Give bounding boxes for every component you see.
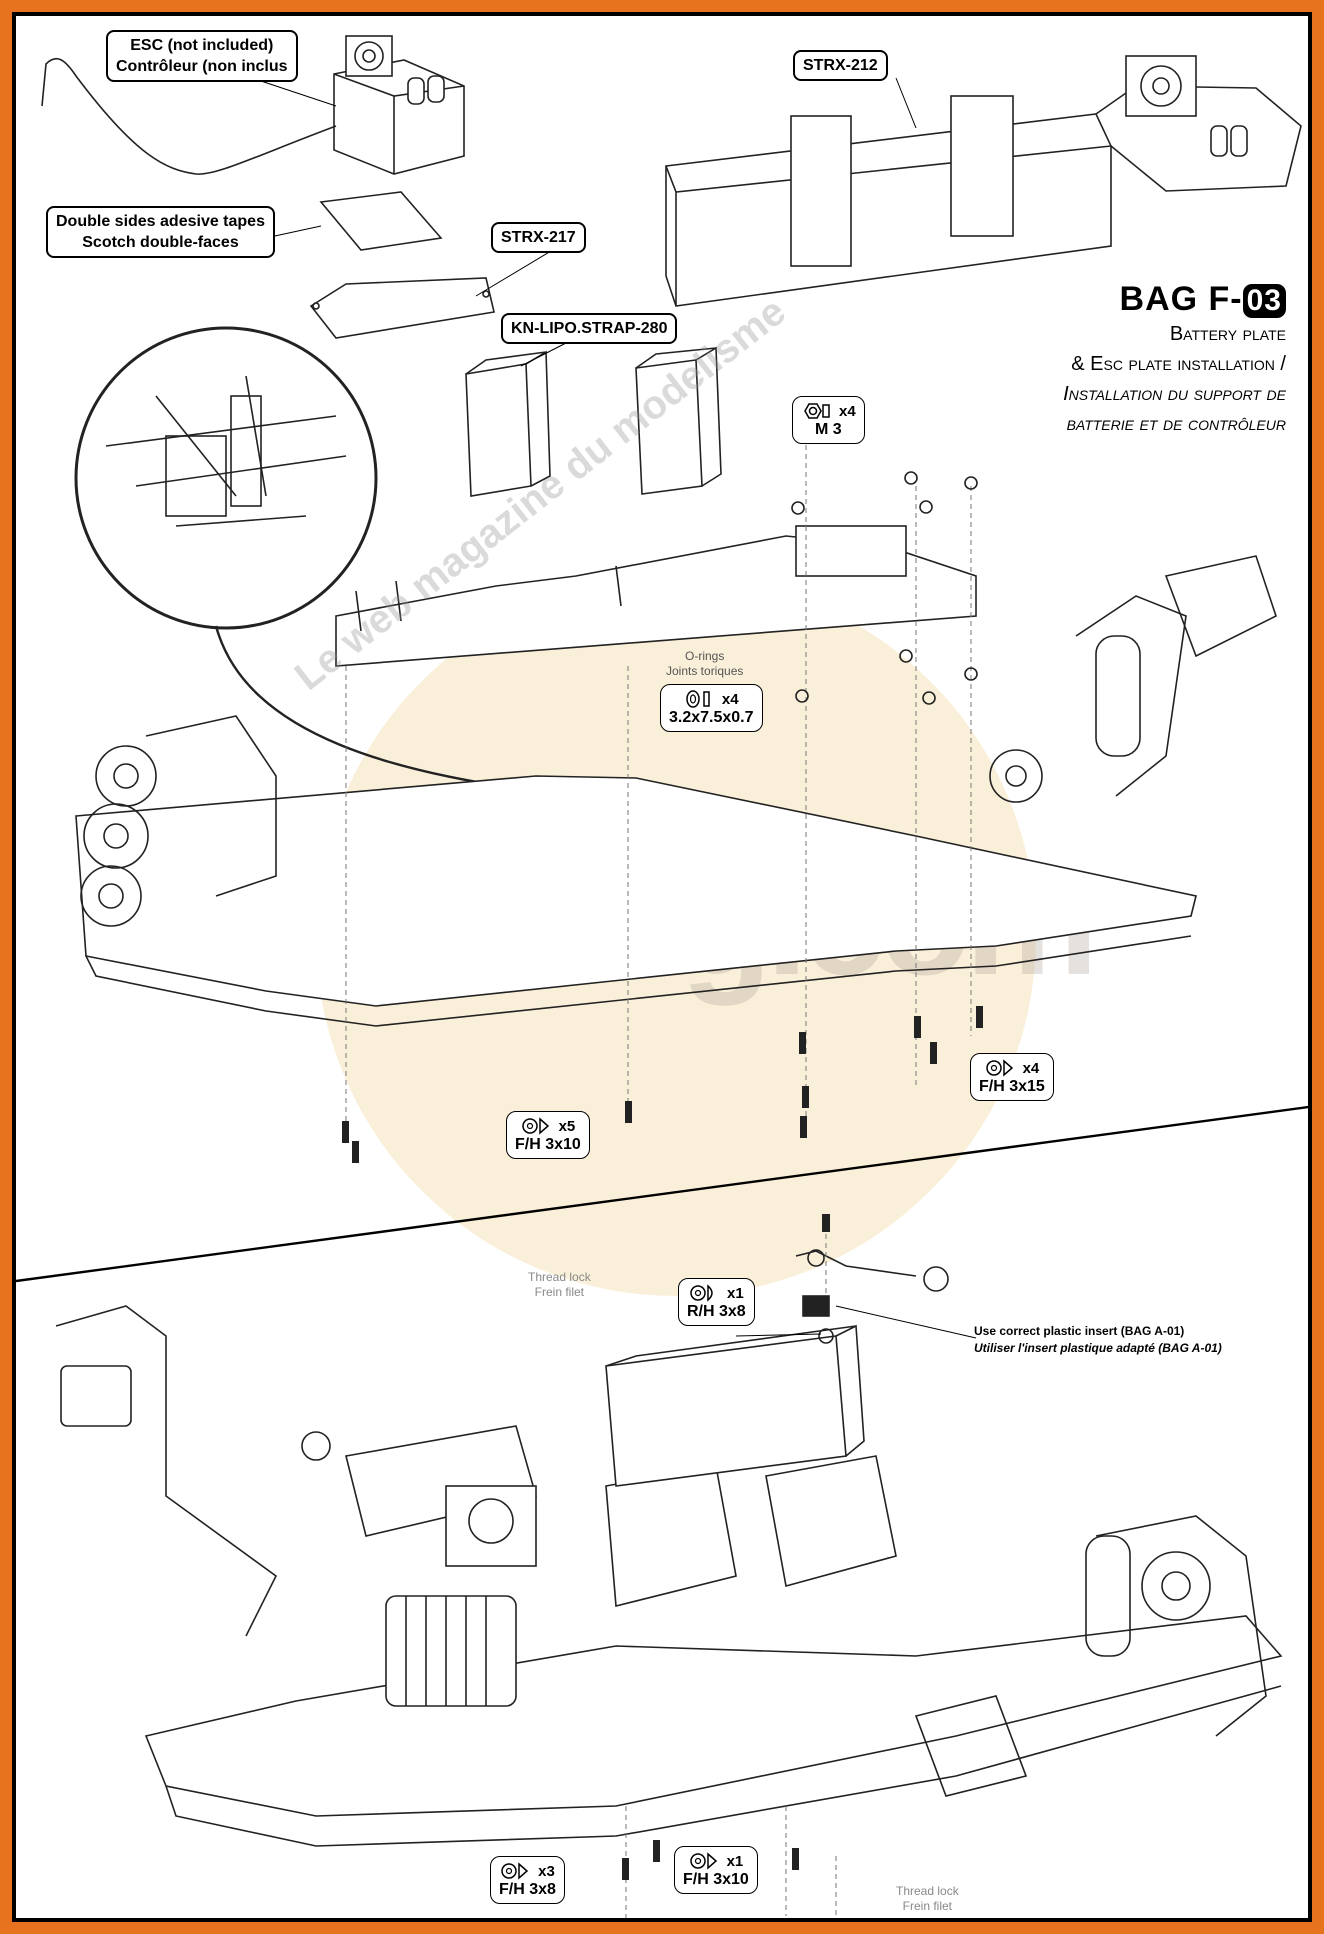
hardware-size: F/H 3x10 <box>683 1871 749 1888</box>
round-head-screw-icon <box>690 1284 713 1302</box>
threadlock-en: Thread lock <box>528 1270 591 1284</box>
hardware-qty: x5 <box>558 1117 576 1135</box>
assembly-drawing <box>16 35 1308 1918</box>
motor-drawing <box>385 1595 517 1707</box>
hardware-qty: x4 <box>1022 1059 1040 1077</box>
title-line-2: & Esc plate installation / <box>1071 353 1286 375</box>
flat-head-screw-icon <box>689 1852 717 1870</box>
chassis-lower-drawing <box>55 1249 1283 1847</box>
o-ring-label-fr: Joints toriques <box>666 664 744 678</box>
callout-esc: ESC (not included) Contrôleur (non inclu… <box>106 30 298 82</box>
hardware-size: F/H 3x10 <box>515 1136 581 1153</box>
callout-strx-212: STRX-212 <box>793 50 888 81</box>
hardware-size: R/H 3x8 <box>687 1303 746 1320</box>
double-sided-tape-drawing <box>319 191 443 251</box>
hardware-o-ring: x4 3.2x7.5x0.7 <box>660 684 763 732</box>
title-line-3: Installation du support de <box>1063 383 1286 405</box>
nuts-upper <box>791 471 978 705</box>
battery-strap-left <box>465 363 532 497</box>
title-line-4: batterie et de contrôleur <box>1066 413 1286 435</box>
threadlock-fr: Frein filet <box>902 1899 953 1913</box>
hardware-qty: x1 <box>726 1852 744 1870</box>
title-line-1: Battery plate <box>1169 323 1286 345</box>
flat-head-screw-icon <box>985 1059 1013 1077</box>
hardware-fh-3x8: x3 F/H 3x8 <box>490 1856 565 1904</box>
callout-esc-line-2: Contrôleur (non inclus <box>116 58 288 75</box>
hardware-qty: x3 <box>538 1862 555 1880</box>
callout-lipo-strap: KN-LIPO.STRAP-280 <box>501 313 678 344</box>
bag-title: BAG F-03 <box>1063 279 1286 319</box>
threadlock-label-1: Thread lock Frein filet <box>528 1270 591 1300</box>
insert-note-en: Use correct plastic insert (BAG A-01) <box>974 1324 1185 1338</box>
o-ring-icon <box>686 690 710 708</box>
flat-head-screw-icon <box>521 1117 549 1135</box>
insert-note-fr: Utiliser l'insert plastique adapté (BAG … <box>974 1341 1222 1355</box>
hardware-rh-3x8: x1 R/H 3x8 <box>678 1278 755 1326</box>
callout-strx-217: STRX-217 <box>491 222 586 253</box>
screws-upper <box>342 1006 983 1163</box>
threadlock-en: Thread lock <box>896 1884 959 1898</box>
hardware-size: F/H 3x8 <box>499 1881 556 1898</box>
hardware-size: 3.2x7.5x0.7 <box>669 709 754 726</box>
callout-tape-line-1: Double sides adesive tapes <box>56 213 265 230</box>
threadlock-label-2: Thread lock Frein filet <box>896 1884 959 1914</box>
screws-lower <box>622 1214 830 1880</box>
hardware-fh-3x10-lower: x1 F/H 3x10 <box>674 1846 758 1894</box>
hardware-nut-m3: x4 M 3 <box>792 396 865 444</box>
hardware-qty: x1 <box>727 1284 744 1302</box>
hardware-fh-3x10-upper: x5 F/H 3x10 <box>506 1111 590 1159</box>
callout-tape: Double sides adesive tapes Scotch double… <box>46 206 275 258</box>
bag-label: BAG F- <box>1119 280 1243 318</box>
flat-head-screw-icon <box>501 1862 529 1880</box>
section-divider <box>16 1105 1308 1283</box>
hardware-size: M 3 <box>815 421 842 438</box>
bag-number: 03 <box>1242 284 1286 318</box>
esc-plate-drawing <box>309 277 495 339</box>
servo-drawing <box>605 1335 847 1487</box>
o-ring-label: O-rings Joints toriques <box>666 649 743 679</box>
hardware-fh-3x15: x4 F/H 3x15 <box>970 1053 1054 1101</box>
callout-esc-line-1: ESC (not included) <box>130 37 274 54</box>
esc-lower-drawing <box>445 1485 537 1567</box>
threadlock-fr: Frein filet <box>534 1285 585 1299</box>
nut-icon <box>804 403 830 419</box>
title-block: BAG F-03 Battery plate & Esc plate insta… <box>1063 279 1286 439</box>
hardware-qty: x4 <box>721 690 739 708</box>
callout-tape-line-2: Scotch double-faces <box>82 234 239 251</box>
o-ring-label-en: O-rings <box>685 649 725 663</box>
esc-drawing <box>41 35 465 175</box>
instruction-page: rcmag.com <box>12 12 1312 1922</box>
battery-plate-assembly-drawing <box>665 55 1302 307</box>
hardware-qty: x4 <box>839 402 856 420</box>
hardware-size: F/H 3x15 <box>979 1078 1045 1095</box>
